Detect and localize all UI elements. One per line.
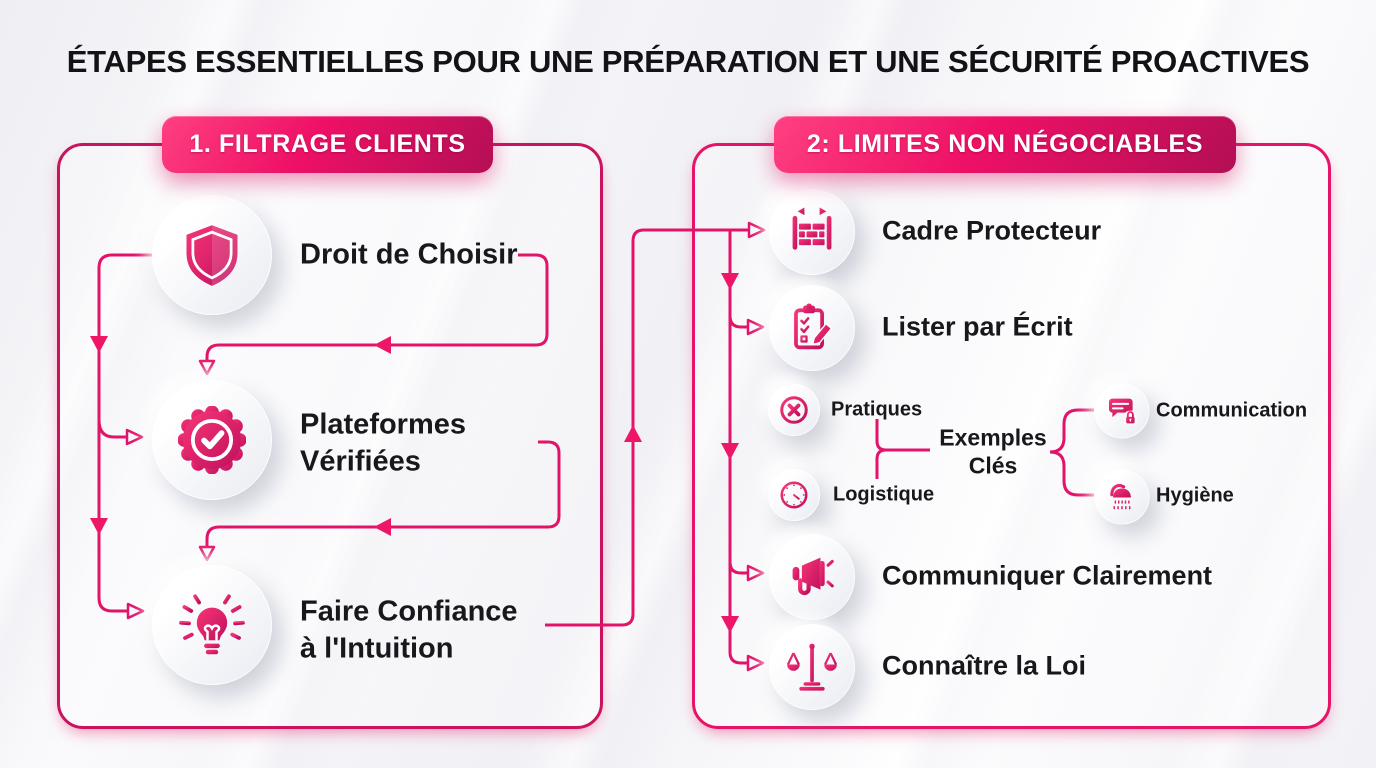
item-label-plateformes-verifiees: Plateformes Vérifiées bbox=[300, 408, 467, 477]
item-label-logistique: Logistique bbox=[833, 483, 935, 506]
verified-badge-icon-circle bbox=[152, 380, 272, 500]
item-label-pratiques: Pratiques bbox=[831, 398, 923, 421]
shower-icon-circle bbox=[1094, 469, 1150, 525]
verified-badge-icon bbox=[178, 406, 246, 474]
item-label-hygiene: Hygiène bbox=[1156, 484, 1234, 507]
checklist-pencil-icon bbox=[794, 303, 833, 350]
item-label-droit-de-choisir: Droit de Choisir bbox=[300, 238, 518, 271]
item-label-communication: Communication bbox=[1156, 399, 1308, 422]
cross-circle-icon-circle bbox=[768, 384, 820, 436]
item-label-faire-confiance: Faire Confiance à l'Intuition bbox=[300, 595, 518, 664]
barrier-wall-icon-circle bbox=[769, 189, 855, 275]
left-panel-header: 1. FILTRAGE CLIENTS bbox=[162, 116, 493, 173]
lightbulb-icon bbox=[179, 589, 245, 655]
checklist-pencil-icon-circle bbox=[769, 285, 855, 371]
cross-circle-icon bbox=[780, 396, 808, 424]
shower-icon bbox=[1109, 483, 1131, 509]
justice-scales-icon bbox=[786, 643, 838, 691]
shield-icon-circle bbox=[152, 195, 272, 315]
megaphone-icon bbox=[792, 557, 837, 596]
examples-center-label: Exemples Clés bbox=[939, 424, 1047, 478]
barrier-wall-icon bbox=[792, 207, 832, 250]
chat-lock-icon bbox=[1108, 398, 1138, 426]
right-panel-header: 2: LIMITES NON NÉGOCIABLES bbox=[774, 116, 1236, 173]
page-title: ÉTAPES ESSENTIELLES POUR UNE PRÉPARATION… bbox=[66, 44, 1310, 79]
item-label-communiquer-clairement: Communiquer Clairement bbox=[882, 560, 1213, 591]
megaphone-icon-circle bbox=[769, 534, 855, 620]
item-label-connaitre-la-loi: Connaître la Loi bbox=[882, 650, 1087, 681]
item-label-cadre-protecteur: Cadre Protecteur bbox=[882, 215, 1102, 246]
chat-lock-icon-circle bbox=[1094, 383, 1150, 439]
justice-scales-icon-circle bbox=[769, 624, 855, 710]
item-label-lister-par-ecrit: Lister par Écrit bbox=[882, 311, 1073, 342]
clock-icon bbox=[780, 481, 808, 509]
clock-icon-circle bbox=[768, 469, 820, 521]
lightbulb-icon-circle bbox=[152, 565, 272, 685]
shield-icon bbox=[186, 225, 238, 286]
